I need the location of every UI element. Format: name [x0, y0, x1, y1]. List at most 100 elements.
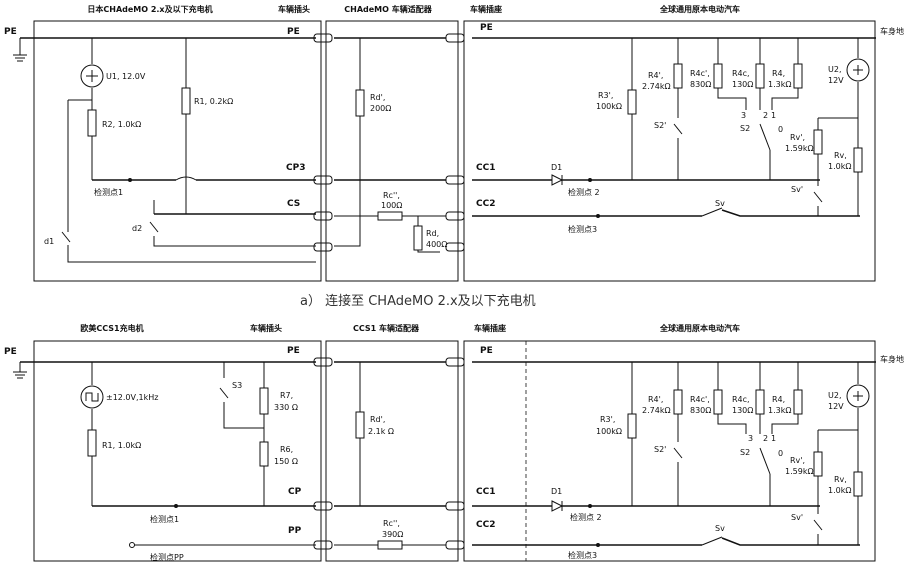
cs-label-a: CS [287, 199, 300, 209]
r7-value-b: 330 Ω [274, 403, 298, 412]
r4c2-resistor-a [713, 63, 723, 89]
d1-diode-icon-a [551, 174, 564, 186]
inlet-title-a: 车辆插座 [470, 4, 502, 14]
r3-label-a: R3', [598, 91, 613, 100]
r1-label-a: R1, 0.2kΩ [194, 97, 233, 106]
r3-value-a: 100kΩ [596, 102, 622, 111]
d1-diode-label-a: D1 [551, 163, 562, 172]
s2-pos2-a: 2 [763, 111, 768, 120]
detect2-label-b: 检测点 2 [570, 512, 602, 522]
detect3-dot-a [596, 214, 600, 218]
r7-resistor-b [259, 387, 269, 415]
diagram-a: 日本CHAdeMO 2.x及以下充电机 车辆插头 CHAdeMO 车辆适配器 车… [4, 4, 904, 282]
r4c-label-a: R4c, [732, 69, 750, 78]
r6-resistor-b [259, 441, 269, 467]
rd2-wire-a [417, 216, 440, 253]
rv2-resistor-a [813, 129, 823, 155]
d1-diode-icon-b [551, 500, 564, 512]
vehicle-box-a [463, 20, 876, 282]
r4c2-label-b: R4c', [690, 395, 710, 404]
s2-pos3-b: 3 [748, 434, 753, 443]
charger-box-a [33, 20, 322, 282]
r3-label-b: R3', [600, 415, 615, 424]
cc1-label-a: CC1 [476, 163, 495, 173]
r4c-value-b: 130Ω [732, 406, 753, 415]
r4-label-a: R4, [772, 69, 785, 78]
detectpp-label-b: 检测点PP [150, 552, 184, 562]
rv-value-b: 1.0kΩ [828, 486, 851, 495]
r4-value-a: 1.3kΩ [768, 80, 791, 89]
r6-value-b: 150 Ω [274, 457, 298, 466]
cc2-wire-b [472, 537, 860, 546]
rd2-label-a: Rd, [426, 229, 439, 238]
detect1-dot-a [128, 178, 132, 182]
rv2-label-a: Rv', [790, 133, 805, 142]
rd-label-a: Rd', [370, 93, 385, 102]
vehicle-box-b [463, 340, 876, 562]
sv-label-b: Sv [715, 524, 725, 533]
r2-resistor-a [87, 109, 97, 137]
rd-label-b: Rd', [370, 415, 385, 424]
s2p-label-b: S2' [654, 445, 666, 454]
sv-switch-icon-b [701, 536, 723, 546]
cc2-label-a: CC2 [476, 199, 495, 209]
src-label-b: ±12.0V,1kHz [106, 393, 158, 402]
s2-pos1-a: 1 [771, 111, 776, 120]
r3-resistor-a [627, 89, 637, 115]
detect2-dot-a [588, 178, 592, 182]
plug-title-b: 车辆插头 [250, 323, 282, 333]
r2-label-a: R2, 1.0kΩ [102, 120, 141, 129]
rd2-resistor-a [413, 225, 423, 251]
cp-label-b: CP [288, 487, 302, 497]
pe-label-left-b: PE [4, 347, 17, 357]
chassis-label-a: 车身地 [880, 26, 904, 36]
r4a-resistor-a [673, 63, 683, 89]
r3-resistor-b [627, 413, 637, 439]
rv-label-b: Rv, [834, 475, 847, 484]
r4c-resistor-b [755, 389, 765, 415]
rv2-value-b: 1.59kΩ [785, 467, 814, 476]
u1-label-a: U1, 12.0V [106, 72, 146, 81]
crossover-a [175, 176, 197, 181]
r4a-label-a: R4', [648, 71, 663, 80]
r1-resistor-b [87, 429, 97, 457]
pe-label-inlet-a: PE [480, 23, 493, 33]
chassis-label-b: 车身地 [880, 354, 904, 364]
ground-icon-a [13, 38, 27, 62]
s2-pos3-a: 3 [741, 111, 746, 120]
vehicle-title-a: 全球通用原本电动汽车 [659, 4, 740, 14]
vehicle-title-b: 全球通用原本电动汽车 [659, 323, 740, 333]
rd-value-a: 200Ω [370, 104, 391, 113]
r4c-value-a: 130Ω [732, 80, 753, 89]
r3-value-b: 100kΩ [596, 427, 622, 436]
vehicle-circuit-b: R3', 100kΩ R4', 2.74kΩ S2' R4c', 830Ω R4… [596, 362, 870, 545]
r4c2-value-a: 830Ω [690, 80, 711, 89]
s3-label-b: S3 [232, 381, 242, 390]
pe-label-inlet-b: PE [480, 346, 493, 356]
caption-a: a） 连接至 CHAdeMO 2.x及以下充电机 [300, 293, 536, 309]
s2-label-b: S2 [740, 448, 750, 457]
r4-resistor-b [793, 389, 803, 415]
charger-box-b [33, 340, 322, 562]
charger-title-a: 日本CHAdeMO 2.x及以下充电机 [87, 4, 212, 14]
detect3-label-b: 检测点3 [568, 550, 597, 560]
u2-source-icon-b [846, 384, 870, 408]
r4a-resistor-b [673, 389, 683, 415]
s2-switch-icon-a [759, 123, 771, 180]
s2-label-a: S2 [740, 124, 750, 133]
r4-label-b: R4, [772, 395, 785, 404]
diagram-b: 欧美CCS1充电机 车辆插头 CCS1 车辆适配器 车辆插座 全球通用原本电动汽… [4, 323, 904, 562]
pe-label-plug-b: PE [287, 346, 300, 356]
r4a-value-b: 2.74kΩ [642, 406, 671, 415]
r4a-label-b: R4', [648, 395, 663, 404]
d1-label-a: d1 [44, 237, 54, 246]
r4c2-label-a: R4c', [690, 69, 710, 78]
rc-resistor-b [377, 540, 403, 550]
pe-label-plug-a: PE [287, 27, 300, 37]
rv-label-a: Rv, [834, 151, 847, 160]
pp-label-b: PP [288, 526, 302, 536]
rv2-resistor-b [813, 451, 823, 477]
detect1-dot-b [174, 504, 178, 508]
rv2-value-a: 1.59kΩ [785, 144, 814, 153]
adapter-title-a: CHAdeMO 车辆适配器 [344, 4, 432, 14]
